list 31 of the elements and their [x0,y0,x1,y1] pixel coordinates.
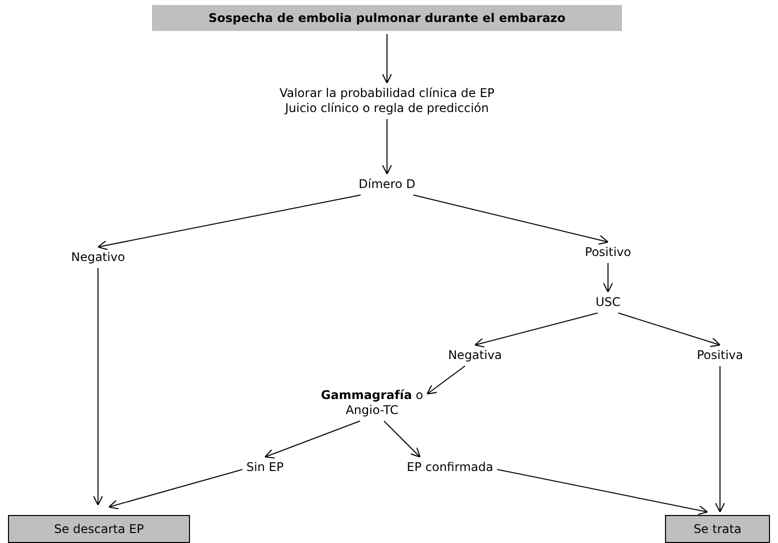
arrow [602,262,614,293]
arrow [474,312,598,348]
arrow [714,366,726,513]
step-label: Juicio clínico o regla de predicción [284,101,490,116]
arrow [97,194,362,250]
step-label: Positivo [584,245,632,260]
box-label: Sospecha de embolia pulmonar durante el embarazo [208,10,566,26]
outcome-box [665,515,770,543]
arrow [412,194,609,245]
arrow [92,268,104,506]
arrow [496,469,708,516]
arrow [264,420,360,459]
step-label: Negativo [70,250,126,265]
arrow [108,469,243,510]
step-label: Gammagrafía o Angio-TC [320,388,424,418]
arrow [382,118,392,175]
outcome-box [8,515,190,543]
step-label: USC [594,295,622,310]
step-label: Sin EP [245,460,285,475]
step-label: Valorar la probabilidad clínica de EP [278,86,496,101]
box-label: Se trata [694,522,742,536]
arrow [618,312,721,348]
step-label: Positiva [696,348,744,363]
step-label: EP confirmada [406,460,494,475]
title-box [152,5,622,31]
arrow [426,366,466,395]
step-label: Negativa [447,348,503,363]
arrow [384,420,421,458]
step-label: Dímero D [358,177,416,192]
box-label: Se descarta EP [54,522,144,536]
arrow [382,34,392,84]
